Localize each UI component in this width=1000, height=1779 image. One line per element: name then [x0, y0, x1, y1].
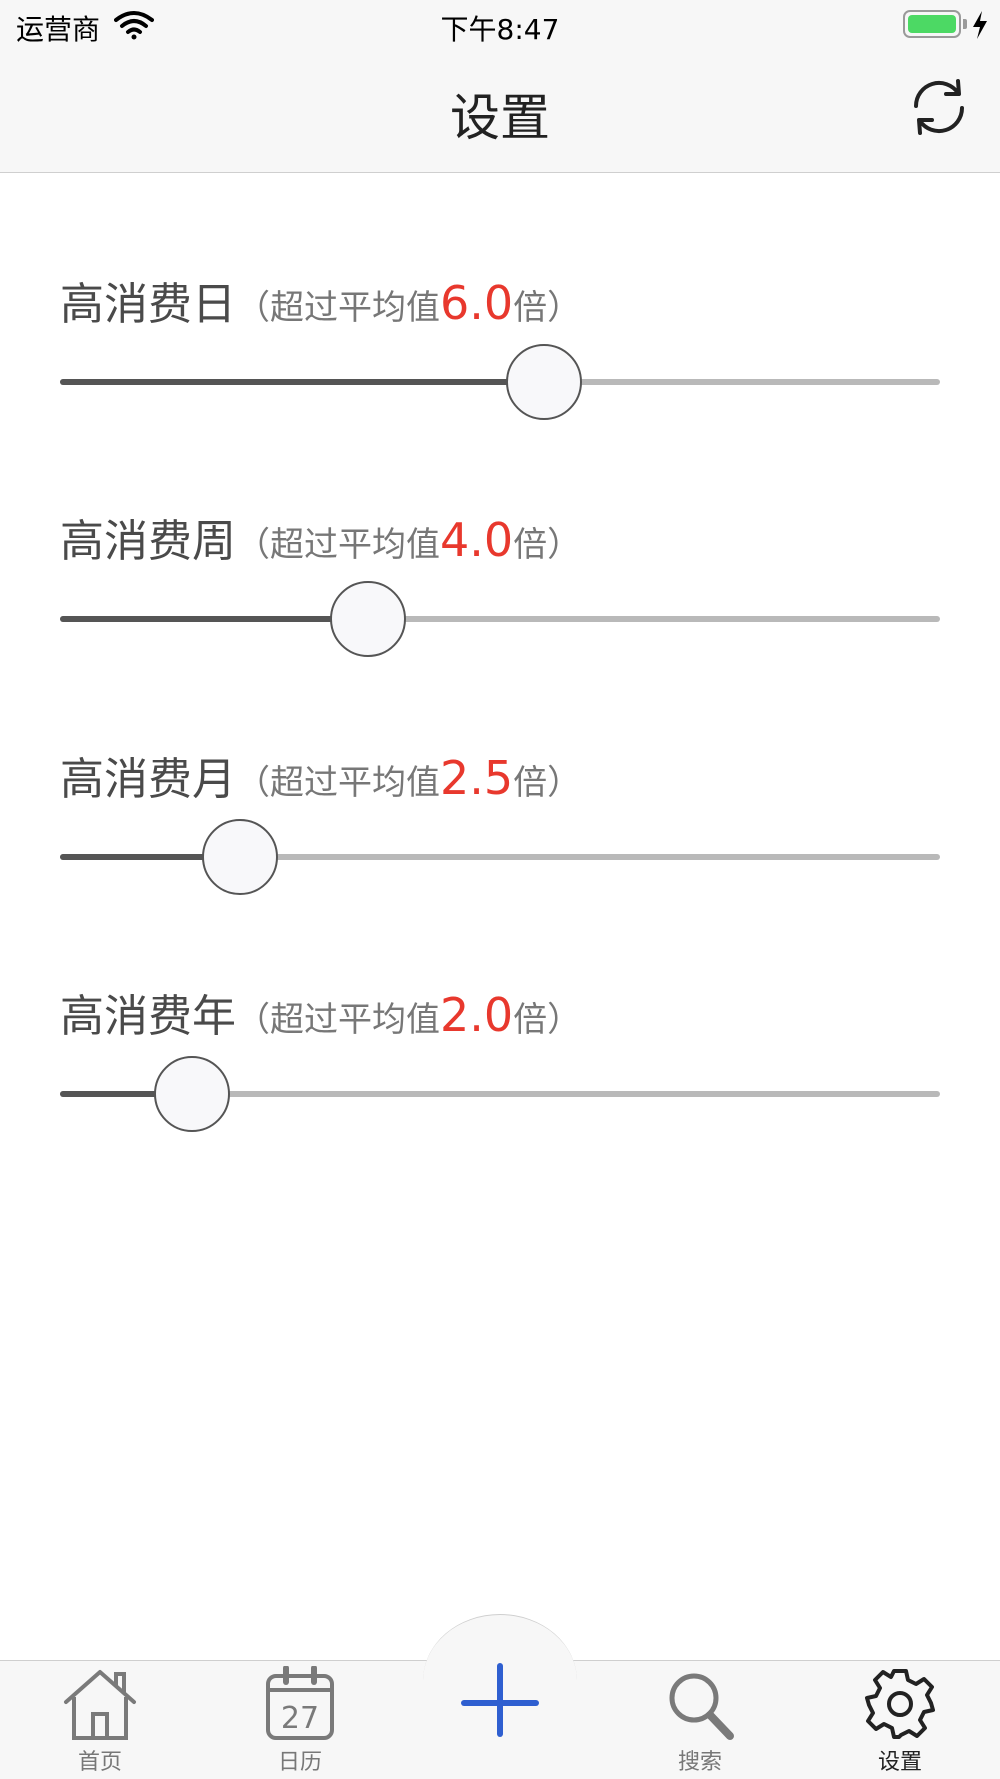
setting-note-prefix: （超过平均值 [236, 288, 440, 328]
setting-label: 高消费周（超过平均值4.0倍） [60, 505, 581, 585]
setting-note-prefix: （超过平均值 [236, 1000, 440, 1040]
setting-title: 高消费年 [60, 991, 236, 1042]
tab-label: 搜索 [677, 1750, 722, 1775]
battery-tip [963, 19, 967, 29]
setting-value: 2.0 [440, 988, 514, 1042]
setting-high-spend-month: 高消费月（超过平均值2.5倍） [0, 743, 1000, 943]
slider-track[interactable] [60, 854, 940, 860]
carrier-name: 运营商 [16, 13, 101, 46]
slider-thumb[interactable] [154, 1056, 230, 1132]
refresh-icon[interactable] [904, 72, 974, 142]
slider-thumb[interactable] [330, 581, 406, 657]
wifi-icon [114, 11, 154, 40]
slider-thumb[interactable] [202, 819, 279, 895]
charging-bolt-icon [973, 11, 987, 39]
setting-note-prefix: （超过平均值 [236, 525, 440, 565]
setting-note-suffix: 倍） [513, 763, 582, 803]
tab-label: 日历 [277, 1750, 322, 1775]
setting-title: 高消费月 [60, 754, 236, 805]
setting-title: 高消费日 [60, 279, 236, 330]
home-icon [64, 1670, 136, 1740]
setting-value: 4.0 [440, 513, 514, 567]
tab-settings[interactable]: 设置 [840, 1666, 960, 1776]
setting-high-spend-year: 高消费年（超过平均值2.0倍） [0, 980, 1000, 1180]
slider-fill [60, 616, 368, 622]
slider-thumb[interactable] [506, 344, 582, 420]
tab-label: 首页 [77, 1750, 122, 1775]
tab-calendar[interactable]: 27 日历 [240, 1666, 360, 1776]
calendar-icon: 27 [266, 1666, 334, 1740]
slider-fill [60, 1091, 192, 1097]
gear-icon [865, 1669, 935, 1739]
battery-icon [903, 10, 961, 38]
tab-home[interactable]: 首页 [40, 1666, 160, 1776]
setting-high-spend-week: 高消费周（超过平均值4.0倍） [0, 505, 1000, 705]
setting-label: 高消费日（超过平均值6.0倍） [60, 268, 581, 348]
setting-note-suffix: 倍） [513, 1000, 582, 1040]
page-title: 设置 [450, 89, 550, 147]
setting-note-suffix: 倍） [513, 525, 582, 565]
slider-track[interactable] [60, 379, 940, 385]
setting-value: 6.0 [440, 276, 514, 330]
calendar-day: 27 [281, 1701, 319, 1736]
navigation-bar: 设置 [0, 50, 1000, 173]
status-time: 下午8:47 [440, 13, 560, 46]
add-icon[interactable] [450, 1650, 550, 1750]
setting-label: 高消费月（超过平均值2.5倍） [60, 743, 581, 823]
setting-high-spend-day: 高消费日（超过平均值6.0倍） [0, 268, 1000, 468]
setting-note-suffix: 倍） [513, 288, 582, 328]
tab-label: 设置 [877, 1750, 922, 1775]
slider-track[interactable] [60, 1091, 940, 1097]
setting-value: 2.5 [440, 751, 514, 805]
slider-track[interactable] [60, 616, 940, 622]
setting-label: 高消费年（超过平均值2.0倍） [60, 980, 581, 1060]
slider-fill [60, 379, 544, 385]
slider-fill [60, 854, 241, 860]
setting-title: 高消费周 [60, 516, 236, 567]
status-bar: 运营商 下午8:47 [0, 0, 1000, 50]
tab-search[interactable]: 搜索 [640, 1666, 760, 1776]
search-icon [669, 1673, 734, 1740]
battery-level [908, 15, 956, 33]
setting-note-prefix: （超过平均值 [236, 763, 440, 803]
